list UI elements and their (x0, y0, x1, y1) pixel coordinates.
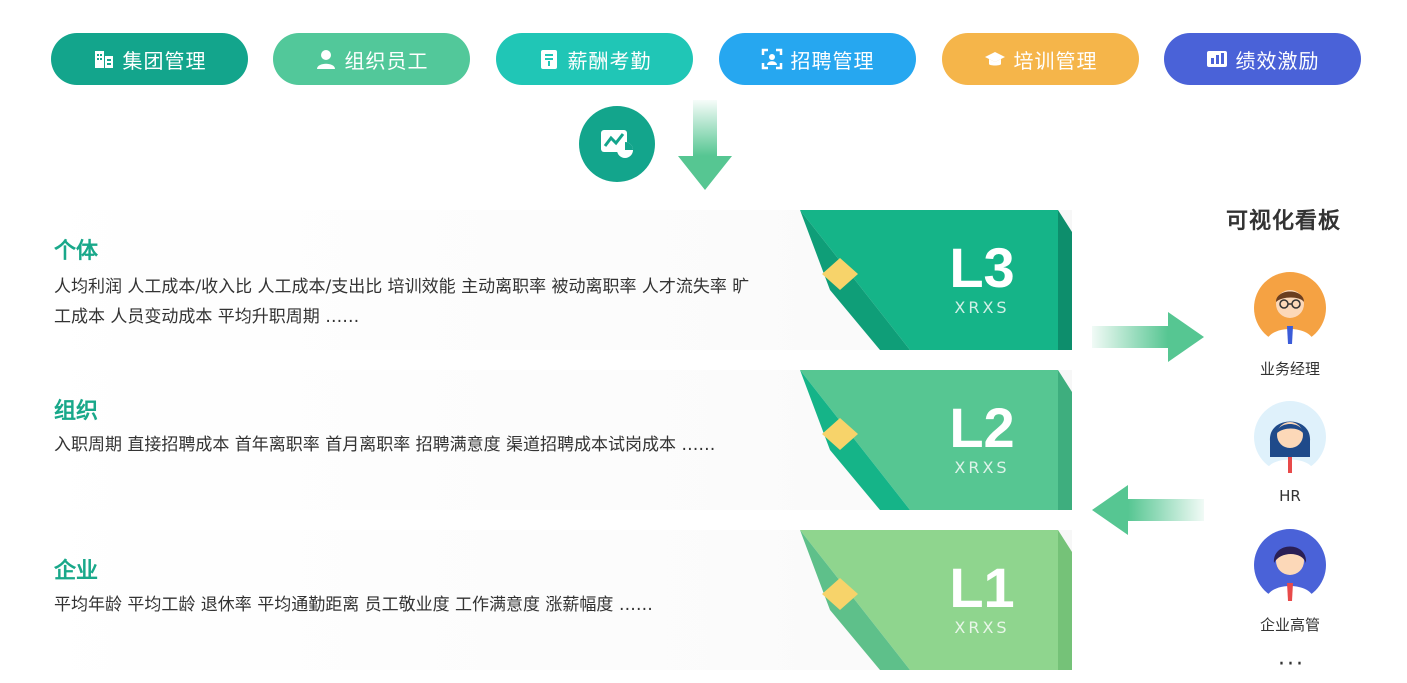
level-title: 个体 (54, 239, 99, 264)
scan-person-icon (761, 48, 783, 70)
hr-avatar-icon (1254, 401, 1326, 473)
level-metrics: 平均年龄 平均工龄 退休率 平均通勤距离 员工敬业度 工作满意度 涨薪幅度 …… (54, 595, 653, 615)
module-label: 培训管理 (1013, 48, 1098, 73)
building-icon (93, 48, 115, 70)
left-arrow (1092, 485, 1204, 535)
level-metrics: 入职周期 直接招聘成本 首年离职率 首月离职率 招聘满意度 渠道招聘成本试岗成本… (54, 435, 716, 455)
bar-chart-icon (1206, 48, 1228, 70)
module-label: 绩效激励 (1235, 48, 1320, 73)
module-pill-payroll[interactable]: 薪酬考勤 (496, 33, 693, 85)
level-metrics: 人均利润 人工成本/收入比 人工成本/支出比 培训效能 主动离职率 被动离职率 … (54, 277, 750, 327)
level-brand: XRXS (954, 618, 1010, 637)
manager-avatar-icon (1254, 272, 1326, 344)
dashboard-title: 可视化看板 (1226, 209, 1342, 234)
module-label: 薪酬考勤 (567, 48, 652, 73)
module-pill-group[interactable]: 集团管理 (51, 33, 248, 85)
module-label: 组织员工 (344, 48, 429, 73)
level-tag-l3 (800, 210, 1072, 350)
level-tag-l1 (800, 530, 1072, 670)
level-brand: XRXS (954, 298, 1010, 317)
level-code-text: L3 (949, 236, 1015, 299)
executive-avatar-icon (1254, 529, 1326, 601)
level-title: 组织 (54, 399, 99, 424)
graduation-cap-icon (984, 48, 1006, 70)
module-pill-training[interactable]: 培训管理 (942, 33, 1139, 85)
right-arrow (1092, 312, 1204, 362)
level-code: L3 XRXS (940, 236, 1024, 318)
module-pill-performance[interactable]: 绩效激励 (1164, 33, 1361, 85)
module-pill-org[interactable]: 组织员工 (273, 33, 470, 85)
level-code: L1 XRXS (940, 556, 1024, 638)
receipt-icon (538, 48, 560, 70)
role-label: 业务经理 (1259, 360, 1320, 378)
down-arrow (678, 100, 732, 190)
analytics-chart-icon (579, 106, 655, 182)
module-label: 招聘管理 (790, 48, 875, 73)
level-title: 企业 (54, 559, 99, 584)
level-tag-l2 (800, 370, 1072, 510)
level-code: L2 XRXS (940, 396, 1024, 478)
level-code-text: L1 (949, 556, 1015, 619)
module-pill-recruit[interactable]: 招聘管理 (719, 33, 916, 85)
more-indicator: ··· (1278, 652, 1305, 677)
module-label: 集团管理 (122, 48, 207, 73)
role-label: HR (1279, 487, 1301, 505)
level-brand: XRXS (954, 458, 1010, 477)
person-icon (315, 48, 337, 70)
level-code-text: L2 (949, 396, 1015, 459)
role-label: 企业高管 (1259, 616, 1320, 634)
